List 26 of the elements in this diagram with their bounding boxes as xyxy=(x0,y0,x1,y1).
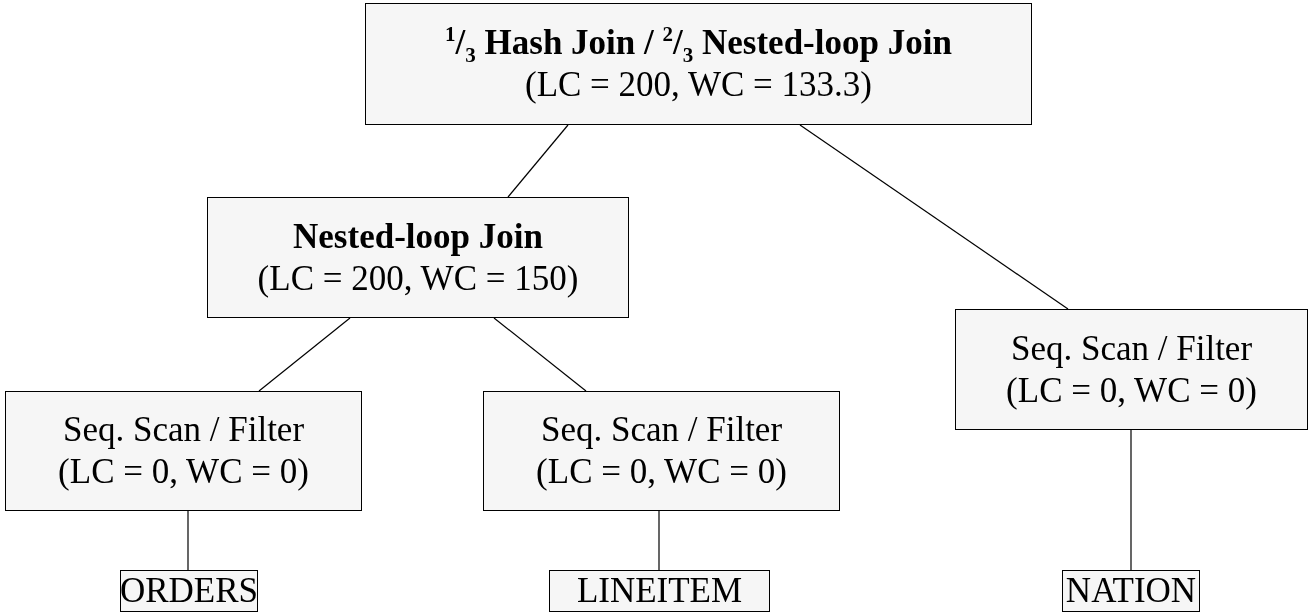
operator-name: Seq. Scan / Filter xyxy=(1010,327,1253,370)
operator-name: Seq. Scan / Filter xyxy=(62,409,305,451)
operator-name: Seq. Scan / Filter xyxy=(540,409,783,451)
operator-box xyxy=(365,3,1032,125)
operator-box xyxy=(955,309,1308,430)
cost-label: (LC = 0, WC = 0) xyxy=(58,451,309,493)
operator-box xyxy=(483,391,840,511)
table-name: LINEITEM xyxy=(576,570,743,612)
table-name: NATION xyxy=(1065,570,1197,612)
cost-label: (LC = 0, WC = 0) xyxy=(1006,369,1257,412)
connector-line xyxy=(658,510,660,571)
connector-line xyxy=(258,317,351,392)
cost-label: (LC = 0, WC = 0) xyxy=(536,451,787,493)
operator-box xyxy=(5,391,362,511)
operator-name: Nested-loop Join xyxy=(293,215,543,258)
table-name: ORDERS xyxy=(119,570,259,612)
connector-line xyxy=(507,124,569,198)
connector-line xyxy=(799,124,1069,310)
cost-label: (LC = 200, WC = 150) xyxy=(257,257,579,300)
connector-line xyxy=(493,317,587,392)
connector-line xyxy=(1130,429,1132,571)
table-box xyxy=(549,570,770,612)
cost-label: (LC = 200, WC = 133.3) xyxy=(525,64,872,106)
operator-name: $^{1}$/$_{3}$ Hash Join / $^{2}$/$_{3}$ Nested-loop Join xyxy=(445,22,952,64)
operator-box xyxy=(207,197,629,318)
connector-line xyxy=(187,510,189,571)
